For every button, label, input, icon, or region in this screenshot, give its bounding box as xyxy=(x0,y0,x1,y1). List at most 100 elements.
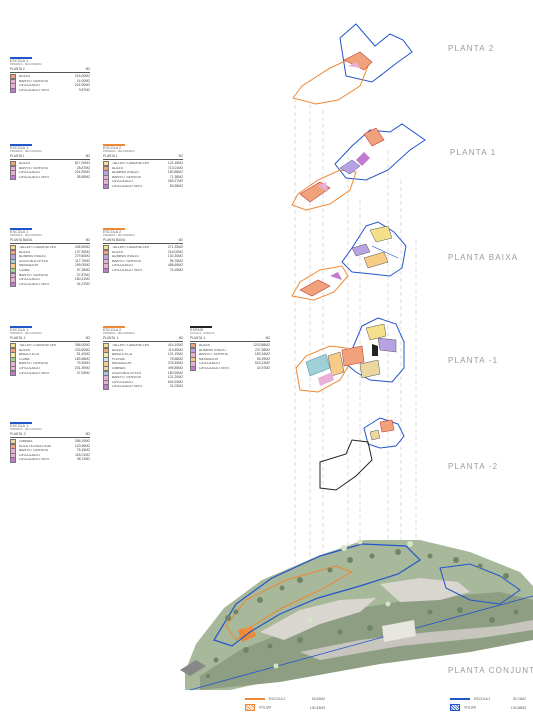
use-area: 101,19M2 xyxy=(167,352,183,357)
use-name: CIRCULACIO xyxy=(112,264,133,268)
use-name: AULES xyxy=(112,250,124,254)
legend-escola-2-value: 26.63M2 xyxy=(311,697,325,701)
table-header-unit: M2 xyxy=(85,154,90,159)
use-area: 53,58M2 xyxy=(169,183,183,188)
use-area: 398,19M2 xyxy=(74,438,90,443)
legend-escola-1-sub-value: 134,56M3 xyxy=(510,705,526,710)
use-name: AULES xyxy=(112,348,124,352)
table-header: PLANTA -1 M2 xyxy=(190,336,270,343)
table-school-subtitle: PRIMARIA - SECUNDARIA xyxy=(10,62,42,66)
use-area: 121,20M2 xyxy=(167,375,183,380)
use-area: 499,89M2 xyxy=(167,365,183,370)
use-area: 224,90M2 xyxy=(74,83,90,88)
use-area: 81,40M2 xyxy=(76,352,90,357)
table-header-unit: M2 xyxy=(178,336,183,341)
use-name: TALLER / LABORATORI xyxy=(112,343,149,347)
use-name: AULES xyxy=(19,250,31,254)
use-area: 118,01M2 xyxy=(75,452,90,457)
school-line-swatch xyxy=(10,326,32,328)
table-header-unit: M2 xyxy=(178,238,183,243)
table-row: CIRCULACIO VERT.9,87M2 xyxy=(10,87,90,94)
table-header-level: PLANTA -1 xyxy=(103,336,119,341)
use-name: CIRCULACIO xyxy=(19,278,40,282)
use-area: 95,29M2 xyxy=(256,356,270,361)
table-school-name: ESPAIS xyxy=(190,328,204,332)
school-line-swatch xyxy=(10,228,32,230)
use-name: CUINA xyxy=(19,268,30,272)
use-name: TALLER / LABORATORI xyxy=(19,245,56,249)
use-name: BIBLIOTECA xyxy=(19,353,39,357)
use-name: AULES xyxy=(112,166,124,170)
use-name: CUINA xyxy=(19,357,30,361)
use-area: 117,76M2 xyxy=(75,258,90,263)
table-row: CIRCULACIO VERT.76,18M2 xyxy=(103,267,183,274)
use-name: BANYS / SERVEIS xyxy=(112,175,141,179)
table-school-subtitle: PRIMARIA - SECUNDARIA xyxy=(10,149,42,153)
use-name: CIRCULACIO VERT. xyxy=(19,175,51,179)
use-name: BANYS / SERVEIS xyxy=(112,376,141,380)
plan-level-ground xyxy=(291,221,407,301)
use-name: CIRCULACIO VERT. xyxy=(199,366,231,370)
use-name: GIMNAS xyxy=(19,439,33,443)
use-name: ADMINISTRACIO xyxy=(112,171,139,175)
use-name: ADMINISTRACIO xyxy=(19,255,46,259)
use-color-swatch xyxy=(10,457,16,463)
table-school-name: ESCOLA 1 xyxy=(10,230,29,234)
use-name: AULES xyxy=(19,74,31,78)
use-name: AULES xyxy=(199,343,211,347)
escola-2-hatch-swatch xyxy=(245,704,255,711)
legend-escola-2-sub-value: 130.43M3 xyxy=(309,705,325,710)
table-header-level: PLANTA -1 xyxy=(10,336,26,341)
use-name: CIRCULACIO xyxy=(199,362,220,366)
legend-escola-2-sub-label: VOLUM xyxy=(259,705,272,710)
plan-level-minus-1 xyxy=(295,317,405,393)
table-header-unit: M2 xyxy=(265,336,270,341)
table-school-subtitle: PRIMARIA - SECUNDARIA xyxy=(103,149,135,153)
plan-label-site: PLANTA CONJUNT xyxy=(448,666,533,675)
use-name: CIRCULACIO xyxy=(112,180,133,184)
use-area: 76,18M2 xyxy=(169,267,183,272)
legend-escola-1-value: 30,74M2 xyxy=(512,697,526,701)
use-area: 183,68M2 xyxy=(74,356,90,361)
use-name: CIRCULACIO VERT. xyxy=(19,282,51,286)
plan-level-1 xyxy=(291,123,426,211)
school-line-swatch xyxy=(10,57,32,59)
table-school-subtitle: SOCIALS - PUBLICS xyxy=(190,331,215,335)
use-name: CIRCULACIO xyxy=(19,84,40,88)
use-name: MENJADOR xyxy=(112,362,132,366)
use-area: 180,41M2 xyxy=(74,277,90,282)
use-area: 233,60M2 xyxy=(74,347,90,352)
plan-label-level-1: PLANTA 1 xyxy=(450,148,497,157)
use-area: 237,38M2 xyxy=(254,347,270,352)
use-name: TALLER / LABORATORI xyxy=(112,245,149,249)
use-area: 644,53M2 xyxy=(167,379,183,384)
use-area: 299,00M2 xyxy=(74,263,90,268)
table-row: CIRCULACIO 224,90M2 xyxy=(10,83,90,89)
table-row: CIRCULACIO VERT.42,97M2 xyxy=(190,365,270,372)
legend-escola-2: ESCOLA 2 26.63M2 VOLUM 130.43M3 xyxy=(245,697,325,711)
use-area: 137,50M2 xyxy=(74,249,90,254)
table-row: CIRCULACIO VERT.38,89M2 xyxy=(10,174,90,181)
plan-label-minus-2: PLANTA -2 xyxy=(448,462,499,471)
use-area: 180,90M2 xyxy=(167,370,183,375)
use-name: BANYS / SERVEIS xyxy=(199,353,228,357)
school-line-swatch xyxy=(103,326,125,328)
table-header-level: PLANTA -2 xyxy=(10,432,26,437)
use-area: 37,87M2 xyxy=(76,272,90,277)
legend-escola-1: ESCOLA 1 30,74M2 VOLUM 134,56M3 xyxy=(450,697,526,711)
table-header-level: PLANTA -1 xyxy=(190,336,206,341)
plan-label-minus-1: PLANTA -1 xyxy=(448,356,499,365)
use-area: 218,00M2 xyxy=(167,249,183,254)
use-area: 57,28M2 xyxy=(76,267,90,272)
use-area: 279,50M2 xyxy=(74,254,90,259)
table-school-name: ESCOLA 2 xyxy=(103,146,122,150)
use-color-swatch xyxy=(103,183,109,190)
use-name: CIRCULACIO xyxy=(19,171,40,175)
use-name: CIRCULACIO xyxy=(112,380,133,384)
